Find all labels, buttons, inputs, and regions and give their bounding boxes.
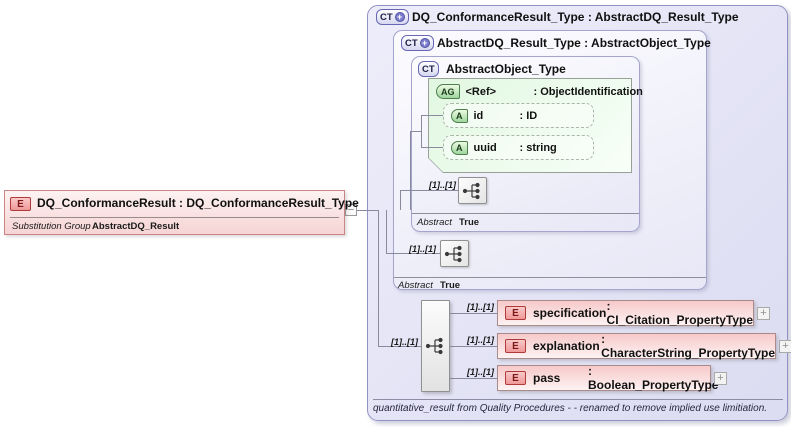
occurrence-label: [1]..[1] <box>467 367 494 377</box>
element-badge: E <box>505 306 526 320</box>
complex-type-badge: CT+ <box>376 9 409 25</box>
attribute-type: : ID <box>519 109 538 122</box>
substitution-group-label: Substitution Group <box>12 221 91 232</box>
complex-type-title: DQ_ConformanceResult_Type : AbstractDQ_R… <box>412 10 739 24</box>
occurrence-label: [1]..[1] <box>467 335 494 345</box>
sequence-icon <box>444 245 462 262</box>
footer-separator <box>373 399 783 400</box>
root-element-separator <box>10 217 339 218</box>
connector-line <box>421 147 443 148</box>
root-element-title: DQ_ConformanceResult : DQ_ConformanceRes… <box>37 196 359 210</box>
connector-line <box>378 210 379 346</box>
element-badge: E <box>505 371 526 385</box>
element-name: pass <box>533 371 561 385</box>
base-type-badge: CT+ <box>401 35 434 51</box>
element-type: : CI_Citation_PropertyType <box>606 299 754 327</box>
abstract-separator <box>412 213 639 214</box>
base-type-title: AbstractDQ_Result_Type : AbstractObject_… <box>437 36 711 50</box>
element-pass[interactable]: E pass : Boolean_PropertyType <box>497 364 718 392</box>
connector-line <box>357 210 379 211</box>
attribute-badge: A <box>451 140 468 155</box>
ct-badge-label: CT <box>380 11 393 23</box>
connector-line <box>450 313 497 314</box>
ct-badge-label: CT <box>405 37 418 49</box>
connector-line <box>386 253 440 254</box>
ct-badge-label: CT <box>422 63 435 75</box>
attribute-badge: A <box>451 108 468 123</box>
attribute-name: id <box>473 109 484 122</box>
connector-line <box>378 346 421 347</box>
sequence-icon <box>462 182 480 199</box>
attribute-group-header: AG <Ref> : ObjectIdentification <box>436 84 643 99</box>
attribute-id[interactable]: A id : ID <box>443 103 594 128</box>
connector-line <box>421 115 443 116</box>
attribute-uuid[interactable]: A uuid : string <box>443 135 594 160</box>
abstract-label: Abstract <box>417 217 452 228</box>
element-badge: E <box>505 339 526 353</box>
attribute-type: : string <box>519 141 557 154</box>
occurrence-label: [1]..[1] <box>429 180 456 190</box>
object-type-badge: CT <box>418 61 439 77</box>
element-name: specification <box>533 306 607 320</box>
element-explanation[interactable]: E explanation : CharacterString_Property… <box>497 332 776 360</box>
attribute-name: uuid <box>473 141 497 154</box>
connector-line <box>410 131 411 210</box>
expand-circle-icon[interactable]: + <box>419 38 430 48</box>
abstract-value: True <box>459 217 480 228</box>
attributes-compositor[interactable] <box>458 177 487 204</box>
attribute-group-badge: AG <box>436 84 460 99</box>
element-badge: E <box>10 197 31 211</box>
connector-line <box>400 190 458 191</box>
annotation-note: quantitative_result from Quality Procedu… <box>373 403 768 414</box>
sequence-icon <box>425 337 443 355</box>
root-element-box[interactable] <box>4 190 345 235</box>
connector-line <box>410 131 421 132</box>
element-specification[interactable]: E specification : CI_Citation_PropertyTy… <box>497 299 754 327</box>
base-compositor[interactable] <box>440 240 469 267</box>
attribute-group-name: <Ref> <box>465 85 497 98</box>
sequence-compositor[interactable] <box>421 300 450 392</box>
expand-button[interactable]: + <box>714 372 727 385</box>
expand-circle-icon[interactable]: + <box>394 12 405 22</box>
abstract-separator <box>394 277 706 278</box>
abstract-label: Abstract <box>398 280 433 291</box>
attribute-group-type: : ObjectIdentification <box>533 85 643 98</box>
element-type: : CharacterString_PropertyType <box>601 332 776 360</box>
expand-button[interactable]: + <box>757 307 770 320</box>
collapse-toggle[interactable]: − <box>345 204 357 216</box>
connector-line <box>400 190 401 210</box>
connector-line <box>450 378 497 379</box>
abstract-value: True <box>440 280 461 291</box>
connector-line <box>421 115 422 147</box>
connector-line <box>450 346 497 347</box>
occurrence-label: [1]..[1] <box>391 337 418 347</box>
object-type-title: AbstractObject_Type <box>446 62 566 76</box>
element-type: : Boolean_PropertyType <box>588 364 719 392</box>
expand-button[interactable]: + <box>779 340 791 353</box>
occurrence-label: [1]..[1] <box>409 244 436 254</box>
substitution-group-value: AbstractDQ_Result <box>92 221 180 232</box>
connector-line <box>386 210 387 253</box>
element-name: explanation <box>533 339 600 353</box>
occurrence-label: [1]..[1] <box>467 302 494 312</box>
